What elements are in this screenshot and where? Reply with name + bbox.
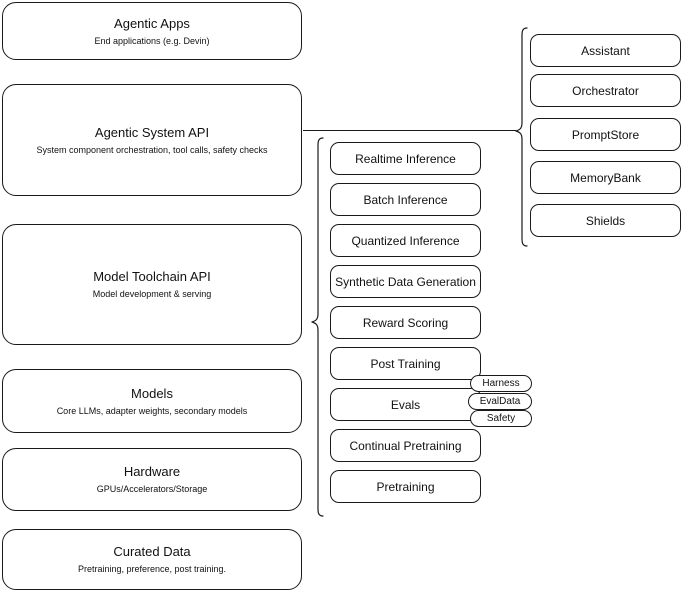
layer-box-agentic-system-api[interactable]: Agentic System API System component orch… [2,84,302,196]
evals-tag-label: EvalData [479,396,521,407]
layer-title: Hardware [123,464,181,479]
capability-label: Pretraining [376,479,435,494]
brace-path [311,137,324,517]
capability-label: Reward Scoring [362,315,449,330]
component-label: MemoryBank [570,170,641,185]
capability-label: Post Training [370,356,441,371]
layer-title: Curated Data [113,544,191,559]
capability-label: Batch Inference [363,192,448,207]
component-label: Shields [585,213,626,228]
capability-box-batch-inference[interactable]: Batch Inference [330,183,481,216]
brace-toolchain-capabilities [311,137,324,517]
evals-tag-harness[interactable]: Harness [470,375,532,392]
capability-box-continual-pretraining[interactable]: Continual Pretraining [330,429,481,462]
component-box-shields[interactable]: Shields [530,204,681,237]
layer-box-agentic-apps[interactable]: Agentic Apps End applications (e.g. Devi… [2,2,302,60]
layer-box-models[interactable]: Models Core LLMs, adapter weights, secon… [2,369,302,433]
capability-box-realtime-inference[interactable]: Realtime Inference [330,142,481,175]
capability-label: Evals [390,397,421,412]
layer-box-hardware[interactable]: Hardware GPUs/Accelerators/Storage [2,448,302,511]
capability-box-evals[interactable]: Evals [330,388,481,421]
component-box-memorybank[interactable]: MemoryBank [530,161,681,194]
component-box-promptstore[interactable]: PromptStore [530,118,681,151]
brace-system-components [515,27,528,247]
evals-tag-label: Safety [486,413,516,424]
component-label: PromptStore [571,127,640,142]
component-box-assistant[interactable]: Assistant [530,34,681,67]
layer-title: Agentic Apps [114,15,190,31]
capability-label: Continual Pretraining [349,438,462,453]
capability-box-synthetic-data-generation[interactable]: Synthetic Data Generation [330,265,481,298]
evals-tag-safety[interactable]: Safety [470,410,532,427]
component-box-orchestrator[interactable]: Orchestrator [530,74,681,107]
capability-box-quantized-inference[interactable]: Quantized Inference [330,224,481,257]
layer-title: Model Toolchain API [93,269,211,284]
layer-subtitle: GPUs/Accelerators/Storage [96,484,208,494]
capability-box-pretraining[interactable]: Pretraining [330,470,481,503]
layer-title: Models [131,385,173,401]
layer-box-model-toolchain-api[interactable]: Model Toolchain API Model development & … [2,224,302,345]
component-label: Orchestrator [572,83,639,98]
layer-title: Agentic System API [94,124,210,140]
layer-subtitle: System component orchestration, tool cal… [36,144,268,155]
layer-subtitle: Core LLMs, adapter weights, secondary mo… [56,405,248,416]
layer-box-curated-data[interactable]: Curated Data Pretraining, preference, po… [2,529,302,590]
component-label: Assistant [581,43,630,58]
layer-subtitle: Pretraining, preference, post training. [77,564,227,574]
layer-subtitle: End applications (e.g. Devin) [94,35,210,46]
evals-tag-label: Harness [482,378,520,389]
connector-line-system-api-to-components [303,130,516,131]
layer-subtitle: Model development & serving [92,289,212,299]
capability-label: Realtime Inference [355,151,456,166]
evals-tag-evaldata[interactable]: EvalData [468,393,532,410]
capability-box-post-training[interactable]: Post Training [330,347,481,380]
brace-path [515,27,528,247]
capability-label: Quantized Inference [351,233,460,248]
capability-box-reward-scoring[interactable]: Reward Scoring [330,306,481,339]
capability-label: Synthetic Data Generation [335,274,476,289]
